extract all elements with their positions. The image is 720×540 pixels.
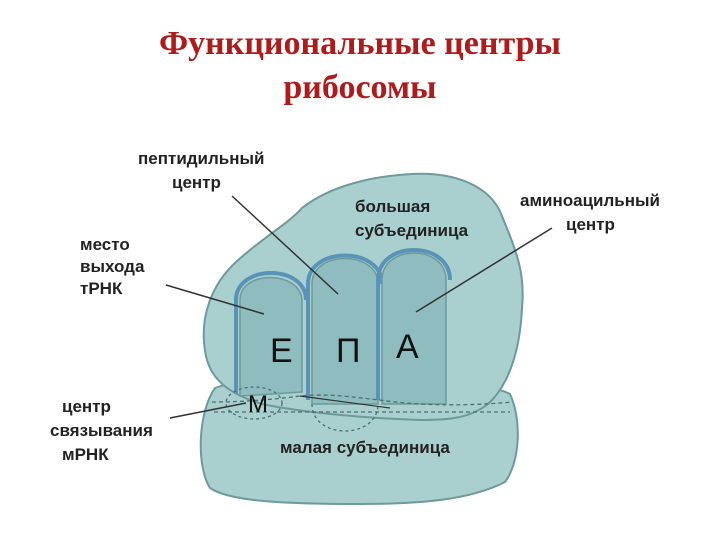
label-large-subunit: большая субъединица <box>355 197 469 240</box>
label-aminoacyl-line2: центр <box>566 215 615 234</box>
label-peptidyl-line1: пептидильный <box>138 149 265 168</box>
label-mrna-line1: центр <box>62 397 111 416</box>
p-site-dashed-outline <box>311 403 379 432</box>
label-aminoacyl-line1: аминоацильный <box>520 191 660 210</box>
site-p-label: П <box>336 332 360 370</box>
site-e-label: Е <box>270 332 293 370</box>
site-a-label: А <box>396 328 419 366</box>
e-site-channel <box>234 271 308 397</box>
pointer-mrna <box>169 402 247 419</box>
label-mrna-line2: связывания <box>50 421 153 440</box>
m-site-outline <box>225 386 283 420</box>
label-small-subunit: малая субъединица <box>280 438 450 457</box>
mrna-strand <box>211 394 513 406</box>
title-line-1: Функциональные центры <box>158 25 562 62</box>
label-exit-line3: тРНК <box>80 279 123 298</box>
p-site-channel <box>306 253 384 405</box>
site-m-label: М <box>248 391 268 418</box>
label-large-subunit-line2: субъединица <box>355 221 469 240</box>
a-site-channel <box>376 248 452 405</box>
pointer-peptidyl <box>231 195 339 295</box>
label-aminoacyl-center: аминоацильный центр <box>520 191 665 234</box>
title-line-2: рибосомы <box>283 69 437 106</box>
pointer-aminoacyl <box>415 227 553 313</box>
label-large-subunit-line1: большая <box>355 197 430 216</box>
label-exit-line1: место <box>80 235 130 254</box>
label-mrna-line3: мРНК <box>62 445 109 464</box>
label-exit-site: место выхода тРНК <box>80 235 149 298</box>
label-peptidyl-line2: центр <box>172 173 221 192</box>
label-exit-line2: выхода <box>80 257 145 276</box>
pointer-small-subunit <box>299 395 391 409</box>
label-peptidyl-center: пептидильный центр <box>138 149 269 192</box>
pointer-exit <box>165 284 265 315</box>
label-mrna-binding: центр связывания мРНК <box>50 397 158 464</box>
page-title: Функциональные центры рибосомы <box>0 22 720 110</box>
